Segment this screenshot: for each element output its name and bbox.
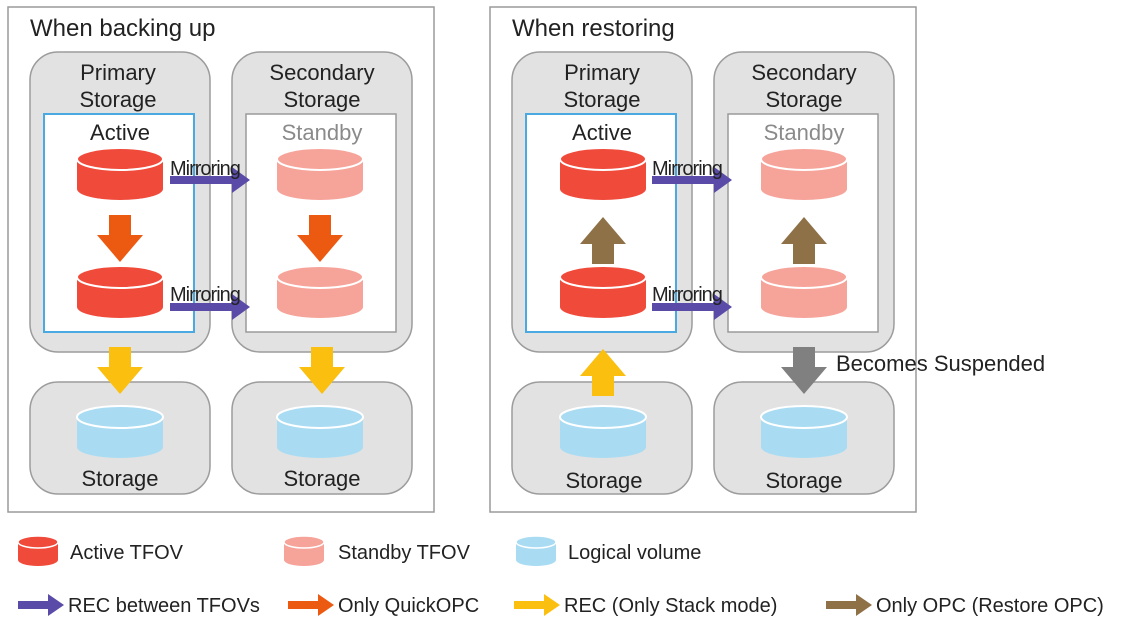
restore-active-label: Active <box>572 120 632 145</box>
cylinder-icon <box>17 535 59 566</box>
arrow-up-icon <box>580 349 626 396</box>
arrow-down-icon <box>97 215 143 262</box>
backup-standby-label: Standby <box>282 120 363 145</box>
legend-standby-tfov: Standby TFOV <box>338 542 471 564</box>
arrow-right-icon <box>288 594 334 616</box>
cylinder-icon <box>760 147 848 200</box>
cylinder-icon <box>76 147 164 200</box>
arrow-down-icon <box>299 347 345 394</box>
restore-secondary-label-2: Storage <box>765 87 842 112</box>
legend-logical-volume: Logical volume <box>568 542 701 564</box>
restore-storage-label-left: Storage <box>565 468 642 493</box>
arrow-right-icon <box>18 594 64 616</box>
legend: Active TFOV Standby TFOV Logical volume … <box>17 535 1104 617</box>
cylinder-icon <box>276 147 364 200</box>
restore-section: When restoring Primary Storage Active Se… <box>489 6 1045 513</box>
legend-rec-stack-mode: REC (Only Stack mode) <box>564 595 777 617</box>
arrow-down-icon <box>781 347 827 394</box>
restore-primary-label-1: Primary <box>564 60 640 85</box>
restore-mirroring-top-label: Mirroring <box>652 158 722 180</box>
cylinder-icon <box>760 405 848 458</box>
cylinder-icon <box>559 265 647 318</box>
arrow-right-icon <box>170 167 250 193</box>
backup-mirroring-top-label: Mirroring <box>170 158 240 180</box>
backup-active-label: Active <box>90 120 150 145</box>
arrow-right-icon <box>170 294 250 320</box>
restore-title: When restoring <box>512 15 675 42</box>
cylinder-icon <box>515 535 557 566</box>
arrow-down-icon <box>97 347 143 394</box>
restore-standby-label: Standby <box>764 120 845 145</box>
backup-primary-label-1: Primary <box>80 60 156 85</box>
backup-title: When backing up <box>30 15 215 42</box>
restore-storage-label-right: Storage <box>765 468 842 493</box>
backup-storage-label-left: Storage <box>81 466 158 491</box>
backup-storage-label-right: Storage <box>283 466 360 491</box>
arrow-right-icon <box>652 167 732 193</box>
backup-mirroring-bottom-label: Mirroring <box>170 284 240 306</box>
cylinder-icon <box>760 265 848 318</box>
arrow-right-icon <box>652 294 732 320</box>
restore-primary-label-2: Storage <box>563 87 640 112</box>
restore-secondary-label-1: Secondary <box>751 60 856 85</box>
arrow-right-icon <box>826 594 872 616</box>
backup-section: When backing up Primary Storage Active S… <box>7 6 435 513</box>
arrow-up-icon <box>580 217 626 264</box>
cylinder-icon <box>283 535 325 566</box>
legend-active-tfov: Active TFOV <box>70 542 184 564</box>
arrow-right-icon <box>514 594 560 616</box>
restore-mirroring-bottom-label: Mirroring <box>652 284 722 306</box>
legend-rec-between-tfovs: REC between TFOVs <box>68 595 260 617</box>
backup-secondary-label-2: Storage <box>283 87 360 112</box>
backup-primary-label-2: Storage <box>79 87 156 112</box>
arrow-down-icon <box>297 215 343 262</box>
cylinder-icon <box>276 265 364 318</box>
cylinder-icon <box>559 405 647 458</box>
restore-suspended-label: Becomes Suspended <box>836 351 1045 376</box>
legend-only-opc: Only OPC (Restore OPC) <box>876 595 1104 617</box>
backup-secondary-label-1: Secondary <box>269 60 374 85</box>
legend-only-quickopc: Only QuickOPC <box>338 595 479 617</box>
cylinder-icon <box>559 147 647 200</box>
cylinder-icon <box>276 405 364 458</box>
arrow-up-icon <box>781 217 827 264</box>
cylinder-icon <box>76 265 164 318</box>
cylinder-icon <box>76 405 164 458</box>
